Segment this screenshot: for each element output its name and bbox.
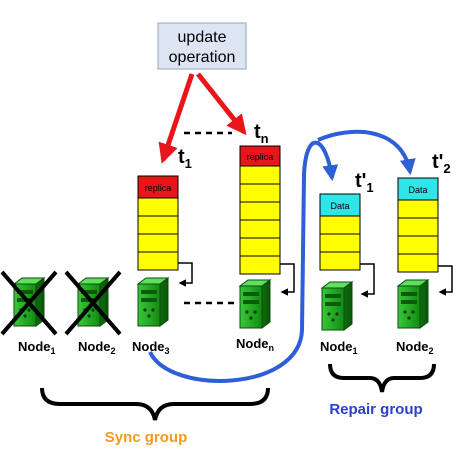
data-stack-repair-node1: Data	[319, 193, 375, 298]
sync-group-label: Sync group	[105, 429, 188, 446]
repair-group-brace	[328, 363, 436, 393]
node-label: Node2	[78, 339, 116, 356]
server-icon-repair-node1	[321, 281, 353, 331]
t1-label: t1	[178, 146, 192, 171]
repair-path-to-node1	[148, 140, 339, 383]
data-label: Data	[330, 201, 349, 211]
node-label: Node3	[132, 339, 170, 356]
data-label: Data	[408, 185, 427, 195]
t-prime-2-label: t'2	[432, 151, 451, 176]
server-icon-node2-crossed	[64, 270, 122, 336]
update-operation-box: update operation	[157, 22, 247, 70]
sync-group-brace	[40, 387, 270, 421]
data-stack-repair-node2: Data	[397, 177, 453, 296]
repair-path-to-node2	[317, 129, 416, 176]
repair-group-label: Repair group	[329, 401, 422, 418]
replica-stack-noden: replica	[239, 145, 295, 296]
arrow-to-replica-n	[196, 72, 247, 136]
node-label: Node2	[396, 339, 434, 356]
replica-label: replica	[247, 152, 274, 162]
node-label: Noden	[236, 336, 274, 353]
server-icon-noden	[239, 279, 271, 329]
update-arrows	[158, 72, 247, 164]
server-icon-node3	[137, 277, 169, 327]
replica-stack-node3: replica	[137, 175, 193, 287]
server-icon-node1-crossed	[0, 270, 58, 336]
tn-label: tn	[254, 121, 269, 146]
operation-label: operation	[169, 49, 236, 66]
server-icon-repair-node2	[397, 279, 429, 329]
t-prime-1-label: t'1	[355, 170, 374, 195]
replica-label: replica	[145, 183, 172, 193]
node-label: Node1	[18, 339, 56, 356]
node-label: Node1	[320, 339, 358, 356]
arrow-to-replica-1	[158, 73, 195, 164]
update-label: update	[178, 29, 227, 46]
